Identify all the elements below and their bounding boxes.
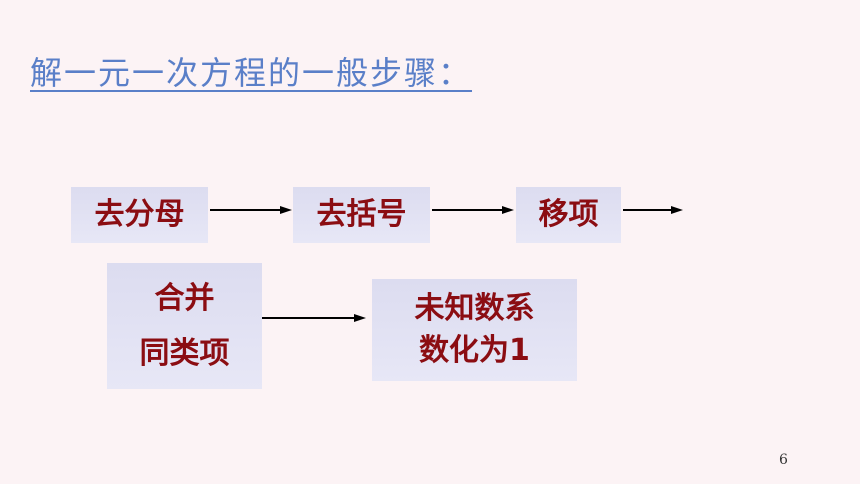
step-label: 去分母 (94, 197, 185, 232)
step-label-line: 未知数系 (414, 291, 535, 326)
step-remove-denominators: 去分母 (71, 187, 208, 243)
page-number: 6 (779, 452, 788, 468)
step-normalize-coefficient: 未知数系 数化为1 (372, 279, 577, 381)
step-transpose-terms: 移项 (516, 187, 621, 243)
step-label: 去括号 (316, 197, 407, 232)
arrow-icon (623, 206, 683, 214)
step-label-line: 数化为1 (419, 333, 530, 368)
arrow-icon (262, 314, 366, 322)
arrow-icon (432, 206, 514, 214)
step-label-line: 同类项 (139, 335, 230, 371)
step-combine-like-terms: 合并 同类项 (107, 263, 262, 389)
slide-title: 解一元一次方程的一般步骤： (30, 54, 473, 92)
step-label-line: 合并 (154, 280, 215, 316)
step-label: 移项 (538, 197, 599, 232)
step-remove-parentheses: 去括号 (293, 187, 430, 243)
arrow-icon (210, 206, 292, 214)
